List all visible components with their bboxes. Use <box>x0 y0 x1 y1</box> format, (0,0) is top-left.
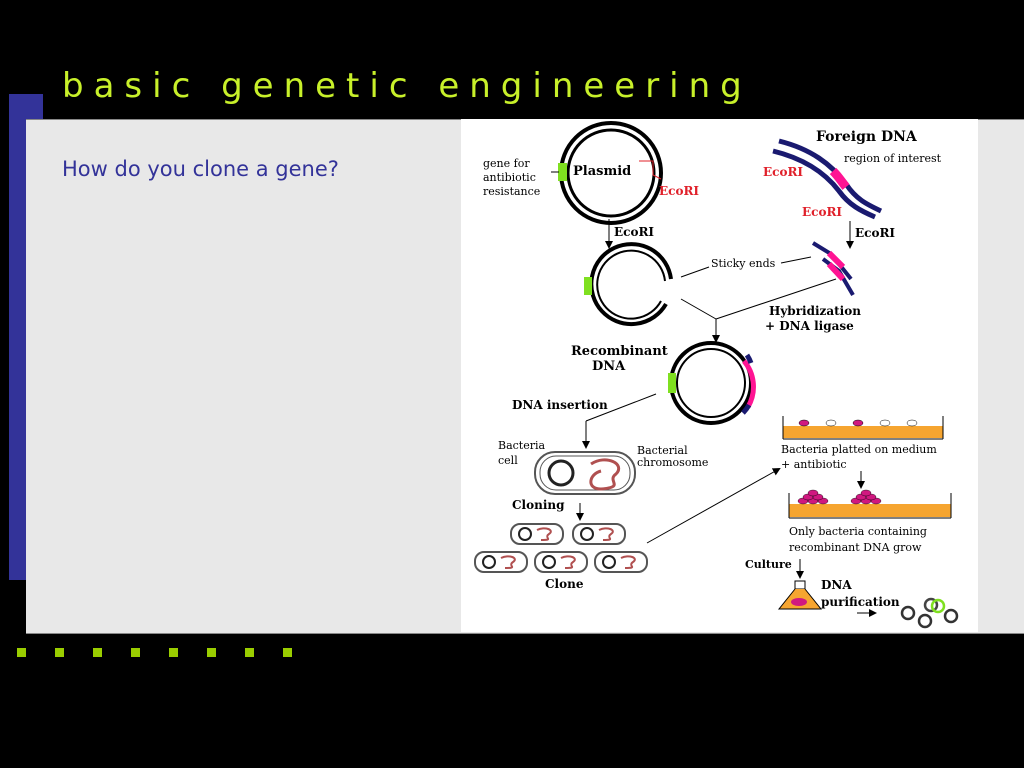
plasmid-label: Plasmid <box>573 164 631 179</box>
bullet-square <box>17 648 26 657</box>
ecori-label-foreign-2: EcoRI <box>802 205 842 219</box>
hybridization-label: Hybridization <box>769 304 861 318</box>
clone-cell <box>474 551 528 573</box>
gene-cloning-diagram: Plasmid gene for antibiotic resistance E… <box>461 119 978 632</box>
bullet-square <box>55 648 64 657</box>
dna-ligase-label: + DNA ligase <box>765 319 854 333</box>
recombinant-label-1: Recombinant <box>571 344 668 359</box>
purified-plasmids <box>900 597 959 629</box>
bacteria-cell-label-1: Bacteria <box>498 439 546 452</box>
clone-cell <box>510 523 564 545</box>
clone-cell <box>572 523 626 545</box>
sticky-ends-label: Sticky ends <box>711 257 776 270</box>
slide-title: basic genetic engineering <box>62 66 752 106</box>
ecori-label-foreign-cut: EcoRI <box>855 226 895 240</box>
plasmid <box>551 121 663 225</box>
bullet-square <box>169 648 178 657</box>
ecori-label-foreign-1: EcoRI <box>763 165 803 179</box>
foreign-dna <box>772 138 883 220</box>
recombinant-dna <box>668 341 756 425</box>
gene-label-1: gene for <box>483 157 530 170</box>
only-bacteria-label-1: Only bacteria containing <box>789 525 927 538</box>
bullet-square <box>245 648 254 657</box>
plate-grown-colonies <box>788 489 952 519</box>
sticky-ends-dna <box>811 241 855 297</box>
culture-label: Culture <box>745 558 792 571</box>
bullet-square <box>131 648 140 657</box>
plated-label-1: Bacteria platted on medium <box>781 443 937 456</box>
bullet-square <box>283 648 292 657</box>
ecori-label-cut: EcoRI <box>614 225 654 239</box>
bacterial-chromosome-label-1: Bacterial <box>637 444 688 457</box>
bullet-row <box>17 648 292 657</box>
bacterial-chromosome-label-2: chromosome <box>637 456 708 469</box>
clone-label: Clone <box>545 577 584 591</box>
only-bacteria-label-2: recombinant DNA grow <box>789 541 922 554</box>
culture-flask <box>777 580 823 610</box>
clone-cell <box>594 551 648 573</box>
plated-label-2: + antibiotic <box>781 458 847 471</box>
bacteria-cell-label-2: cell <box>498 454 518 467</box>
recombinant-label-2: DNA <box>592 359 626 374</box>
dna-label: DNA <box>821 578 852 592</box>
bullet-square <box>207 648 216 657</box>
bullet-square <box>93 648 102 657</box>
cut-plasmid <box>584 242 673 327</box>
clone-cell <box>534 551 588 573</box>
gene-label-3: resistance <box>483 185 540 198</box>
gene-label-2: antibiotic <box>483 171 536 184</box>
purification-label: purification <box>821 595 900 609</box>
plate-medium-antibiotic <box>782 416 944 440</box>
question-text: How do you clone a gene? <box>62 157 339 181</box>
clone-cells <box>474 523 648 573</box>
bacteria-cell <box>534 451 636 495</box>
region-of-interest-label: region of interest <box>844 152 942 165</box>
foreign-dna-label: Foreign DNA <box>816 129 918 145</box>
ecori-label-plasmid: EcoRI <box>659 184 699 198</box>
cloning-label: Cloning <box>512 498 565 512</box>
dna-insertion-label: DNA insertion <box>512 398 608 412</box>
